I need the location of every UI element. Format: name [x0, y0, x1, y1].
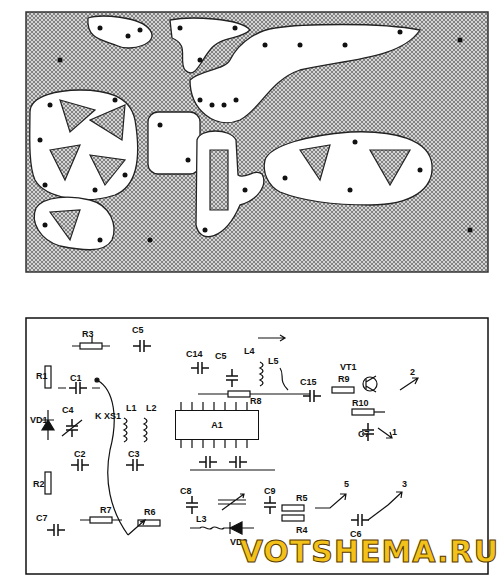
part-label: L1 — [126, 404, 137, 413]
part-label: C4 — [62, 406, 74, 415]
part-label: L4 — [244, 347, 255, 356]
part-label: R4 — [296, 526, 308, 535]
part-label: L5 — [268, 357, 279, 366]
part-label: R1 — [36, 372, 48, 381]
part-label: R6 — [144, 508, 156, 517]
ic-body: A1 — [175, 410, 259, 440]
part-label: C1 — [70, 374, 82, 383]
part-label: R10 — [352, 399, 369, 408]
watermark: VOTSHEMA.RU — [240, 537, 499, 567]
part-label: C2 — [74, 450, 86, 459]
part-label: K XS1 — [95, 412, 121, 421]
terminal-number: 3 — [402, 480, 407, 489]
part-label: C5 — [215, 352, 227, 361]
placement-drawing — [26, 318, 488, 574]
part-label: L2 — [146, 404, 157, 413]
part-label: C8 — [180, 487, 192, 496]
terminal-number: 1 — [392, 428, 397, 437]
part-label: R9 — [338, 375, 350, 384]
part-label: R2 — [33, 480, 45, 489]
part-label: R3 — [82, 330, 94, 339]
terminal-number: 5 — [344, 480, 349, 489]
part-label: R7 — [100, 506, 112, 515]
part-label: VT1 — [340, 363, 357, 372]
part-label: C7 — [36, 514, 48, 523]
ic-label: A1 — [211, 420, 223, 430]
part-label: R8 — [250, 397, 262, 406]
part-label: C15 — [300, 378, 317, 387]
part-label: C14 — [186, 350, 203, 359]
part-label: VD1 — [30, 416, 48, 425]
part-label: C3 — [128, 450, 140, 459]
pcb-board — [26, 12, 488, 272]
part-label: C7 — [358, 430, 370, 439]
part-label: C9 — [264, 487, 276, 496]
terminal-number: 2 — [410, 368, 415, 377]
part-label: R5 — [296, 494, 308, 503]
part-label: C5 — [132, 326, 144, 335]
part-label: L3 — [196, 515, 207, 524]
